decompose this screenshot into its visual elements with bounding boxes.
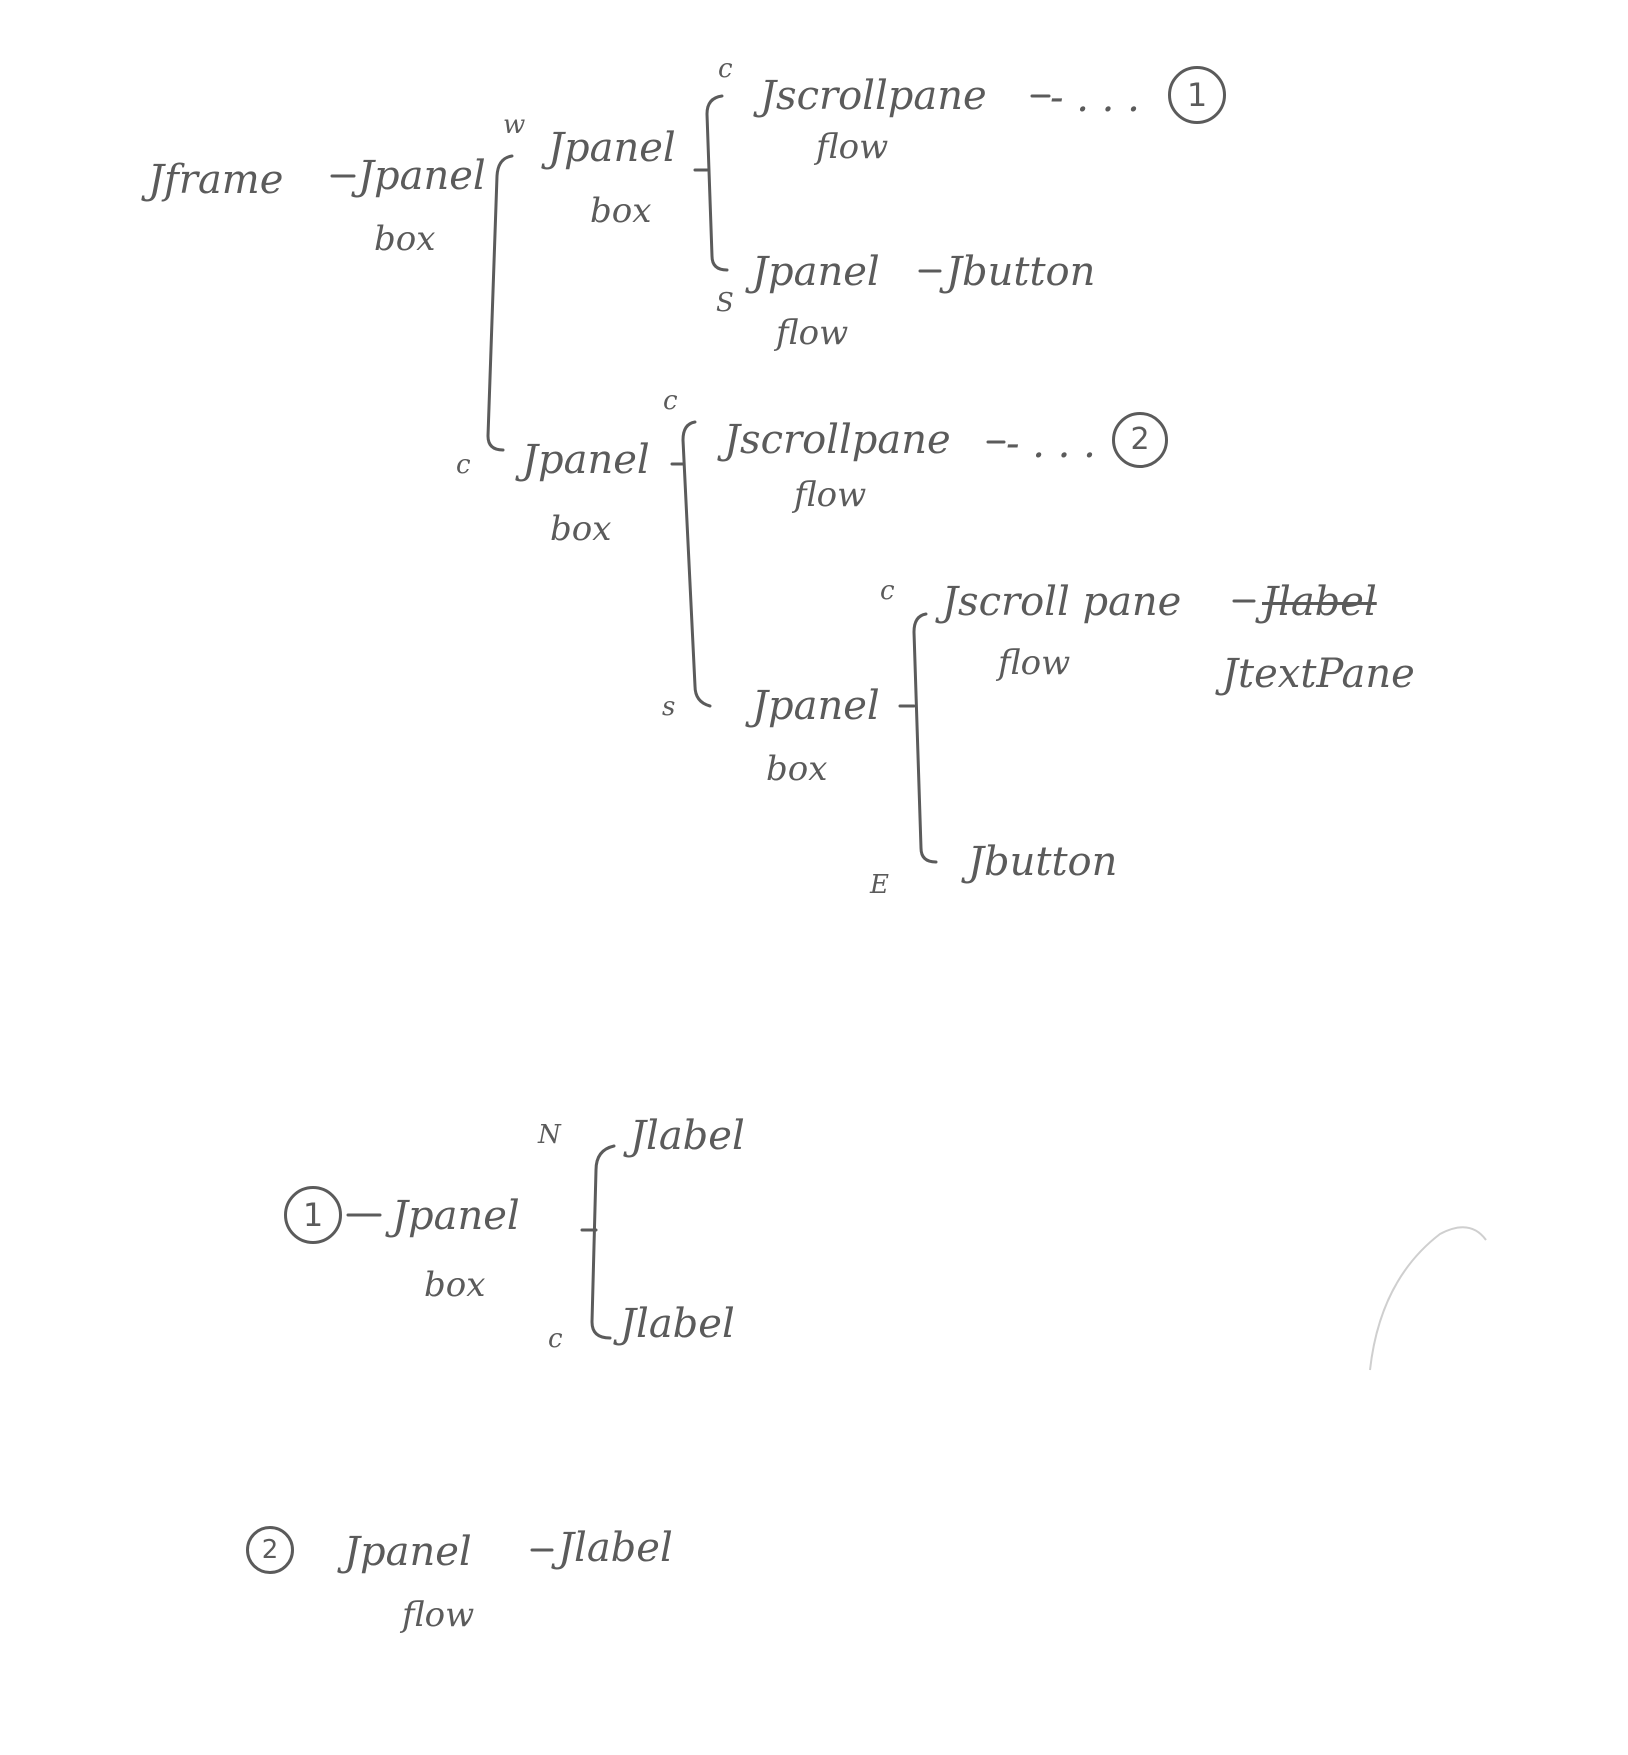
edge-c-1: c — [718, 54, 733, 84]
legend1-circle: 1 — [284, 1186, 342, 1244]
node-jpanel-south-1-layout: flow — [776, 313, 849, 353]
node-jpanel-west-layout: box — [590, 191, 652, 231]
legend1-jlabel-top: Jlabel — [630, 1113, 745, 1159]
bracket-c-e — [912, 612, 938, 864]
node-jpanel-center: Jpanel — [522, 437, 650, 483]
edge-s-1: S — [716, 288, 734, 318]
edge-c-2: c — [663, 386, 678, 416]
node-jscrollpane-2-layout: flow — [794, 475, 867, 515]
legend1-jlabel-bottom: Jlabel — [620, 1301, 735, 1347]
edge-e: E — [870, 870, 889, 900]
node-jpanel-root: Jpanel — [358, 153, 486, 199]
ref-circle-1: 1 — [1168, 66, 1226, 124]
legend2-jlabel: Jlabel — [558, 1525, 673, 1571]
node-jpanel-south-2: Jpanel — [752, 683, 880, 729]
legend2-circle: 2 — [246, 1526, 294, 1574]
node-jpanel-south-1: Jpanel — [752, 249, 880, 295]
legend1-edge-c: c — [548, 1324, 563, 1354]
node-jbutton-1: Jbutton — [946, 249, 1096, 295]
node-jlabel-crossed-out: Jlabel — [1262, 579, 1377, 625]
edge-s-2: s — [662, 692, 676, 722]
node-jscrollpane-1-layout: flow — [816, 127, 889, 167]
bracket-c-s-middle — [681, 420, 712, 708]
edge-w: w — [503, 110, 526, 140]
ellipsis-1: - . . . — [1050, 75, 1140, 121]
edge-c-center: c — [456, 450, 471, 480]
bracket-legend1 — [590, 1144, 616, 1340]
legend1-jpanel: Jpanel — [392, 1193, 520, 1239]
legend2-jpanel: Jpanel — [344, 1529, 472, 1575]
node-jpanel-west: Jpanel — [548, 125, 676, 171]
node-jtextpane: JtextPane — [1222, 651, 1415, 697]
legend1-edge-n: N — [538, 1120, 561, 1150]
bracket-c-s-top — [705, 94, 729, 272]
ellipsis-2: - . . . — [1006, 421, 1096, 467]
node-jpanel-south-2-layout: box — [766, 749, 828, 789]
node-jpanel-center-layout: box — [550, 509, 612, 549]
node-jframe: Jframe — [148, 157, 284, 203]
node-jbutton-2: Jbutton — [968, 839, 1118, 885]
legend1-jpanel-layout: box — [424, 1265, 486, 1305]
bracket-w-c — [486, 154, 514, 452]
legend2-jpanel-layout: flow — [402, 1595, 475, 1635]
node-jscrollpane-3-layout: flow — [998, 643, 1071, 683]
node-jscrollpane-2: Jscrollpane — [724, 417, 951, 463]
node-jscrollpane-3: Jscroll pane — [942, 579, 1182, 625]
ref-circle-2: 2 — [1112, 412, 1168, 468]
edge-c-3: c — [880, 576, 895, 606]
node-jscrollpane-1: Jscrollpane — [760, 73, 987, 119]
node-jpanel-root-layout: box — [374, 219, 436, 259]
stray-pencil-mark — [1369, 1226, 1487, 1371]
